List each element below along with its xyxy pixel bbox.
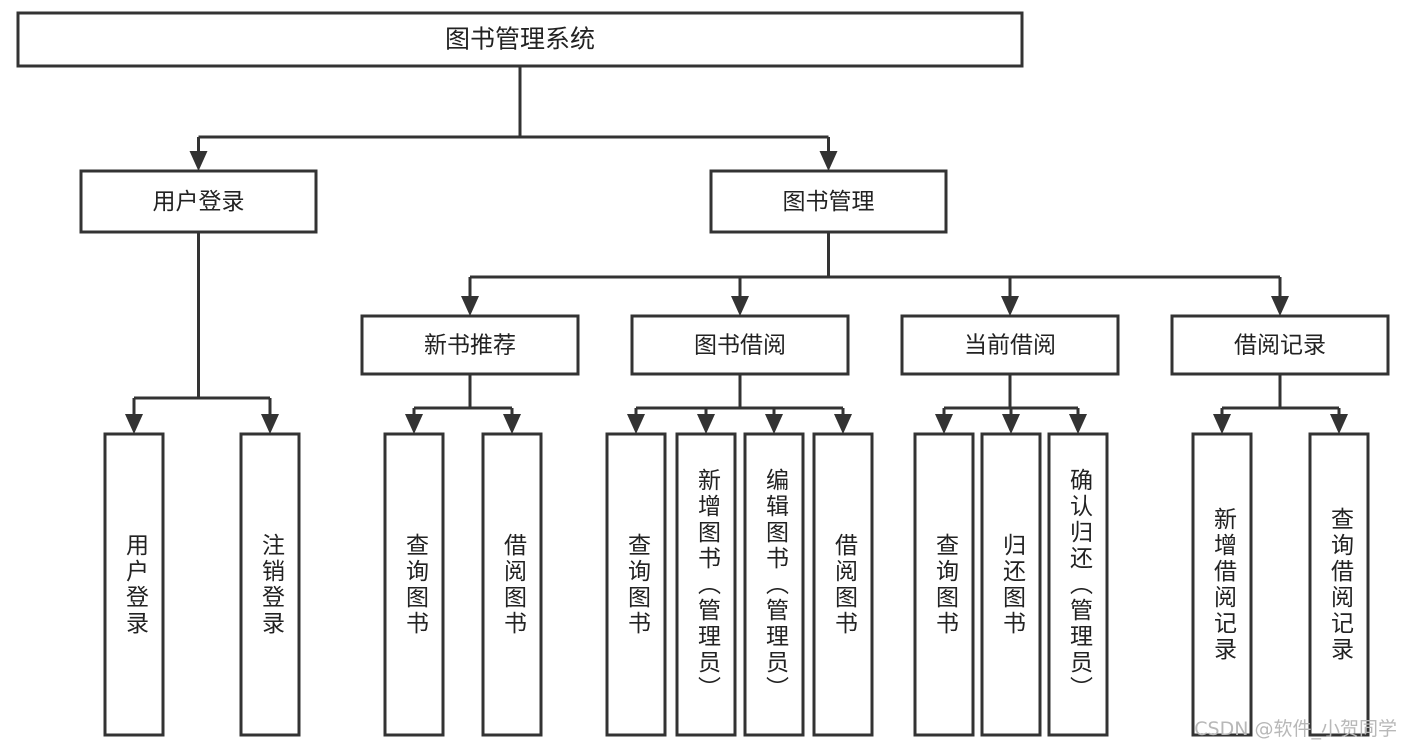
node-box [980,432,1042,737]
node-label: 新书推荐 [424,333,516,359]
node-label-wrap: 确认归还（管理员） [1065,467,1092,702]
node-label-wrap: 借阅图书 [830,532,857,637]
node-label: 查询借阅记录 [1326,506,1353,663]
node-label-wrap: 用户登录 [121,532,148,637]
node-label: 查询图书 [931,532,958,637]
node-leaf-borrow-book-recommend[interactable]: 借阅图书 [481,432,543,737]
node-box [1047,432,1109,737]
node-label: 注销登录 [257,532,284,637]
node-book-borrow[interactable]: 图书借阅 [630,314,850,376]
node-box [1308,432,1370,737]
node-new-book-recommend[interactable]: 新书推荐 [360,314,580,376]
node-label-wrap: 注销登录 [257,532,284,637]
node-borrow-records[interactable]: 借阅记录 [1170,314,1390,376]
node-box [709,169,948,234]
node-label: 新增图书（管理员） [693,467,720,702]
node-leaf-user-login[interactable]: 用户登录 [103,432,165,737]
node-box [812,432,874,737]
node-box [383,432,445,737]
arrow-head-icon [697,414,715,434]
node-book-management[interactable]: 图书管理 [709,169,948,234]
node-label-wrap: 归还图书 [998,532,1025,637]
connector-layer [125,66,1348,434]
node-label: 编辑图书（管理员） [761,467,788,702]
node-label: 归还图书 [998,532,1025,637]
node-leaf-logout[interactable]: 注销登录 [239,432,301,737]
node-leaf-add-borrow-record[interactable]: 新增借阅记录 [1191,432,1253,737]
arrow-head-icon [1069,414,1087,434]
node-label: 确认归还（管理员） [1065,467,1092,702]
arrow-head-icon [461,296,479,316]
arrow-head-icon [765,414,783,434]
arrow-head-icon [1271,296,1289,316]
node-label: 查询图书 [401,532,428,637]
node-leaf-add-book[interactable]: 新增图书（管理员） [675,432,737,737]
arrow-head-icon [125,414,143,434]
node-label: 图书管理 [783,189,875,215]
node-label: 用户登录 [121,532,148,637]
arrow-head-icon [1002,414,1020,434]
arrow-head-icon [627,414,645,434]
arrow-head-icon [834,414,852,434]
node-box [675,432,737,737]
arrow-head-icon [261,414,279,434]
node-leaf-edit-book[interactable]: 编辑图书（管理员） [743,432,805,737]
node-leaf-query-borrow-record[interactable]: 查询借阅记录 [1308,432,1370,737]
node-label-wrap: 查询图书 [931,532,958,637]
node-box [913,432,975,737]
node-label: 借阅图书 [830,532,857,637]
node-label-wrap: 借阅图书 [499,532,526,637]
node-box [1191,432,1253,737]
node-label: 图书借阅 [694,333,786,359]
node-leaf-query-book-borrow[interactable]: 查询图书 [605,432,667,737]
node-box [103,432,165,737]
node-current-borrow[interactable]: 当前借阅 [900,314,1120,376]
node-box [360,314,580,376]
node-label: 借阅图书 [499,532,526,637]
node-leaf-confirm-return[interactable]: 确认归还（管理员） [1047,432,1109,737]
node-box [1170,314,1390,376]
node-leaf-return-book[interactable]: 归还图书 [980,432,1042,737]
arrow-head-icon [503,414,521,434]
node-label: 查询图书 [623,532,650,637]
node-box [79,169,318,234]
node-label: 图书管理系统 [445,25,595,54]
node-box [481,432,543,737]
node-user-login[interactable]: 用户登录 [79,169,318,234]
node-label: 借阅记录 [1234,333,1326,359]
arrow-head-icon [1330,414,1348,434]
node-box [900,314,1120,376]
node-box [239,432,301,737]
node-root-system[interactable]: 图书管理系统 [16,11,1024,68]
arrow-head-icon [819,151,838,171]
arrow-head-icon [189,151,208,171]
node-box [16,11,1024,68]
arrow-head-icon [1001,296,1019,316]
arrow-head-icon [935,414,953,434]
node-layer: 图书管理系统用户登录图书管理新书推荐图书借阅当前借阅借阅记录用户登录注销登录查询… [16,11,1390,737]
arrow-head-icon [405,414,423,434]
node-label-wrap: 查询借阅记录 [1326,506,1353,663]
node-label-wrap: 查询图书 [623,532,650,637]
node-label: 用户登录 [153,189,245,215]
arrow-head-icon [1213,414,1231,434]
node-label-wrap: 新增借阅记录 [1209,506,1236,663]
node-box [743,432,805,737]
arrow-head-icon [731,296,749,316]
node-leaf-borrow-book[interactable]: 借阅图书 [812,432,874,737]
node-label-wrap: 编辑图书（管理员） [761,467,788,702]
node-label: 新增借阅记录 [1209,506,1236,663]
node-box [605,432,667,737]
node-label: 当前借阅 [964,333,1056,359]
node-label-wrap: 新增图书（管理员） [693,467,720,702]
node-leaf-query-book-recommend[interactable]: 查询图书 [383,432,445,737]
node-box [630,314,850,376]
node-leaf-query-book-current[interactable]: 查询图书 [913,432,975,737]
node-label-wrap: 查询图书 [401,532,428,637]
